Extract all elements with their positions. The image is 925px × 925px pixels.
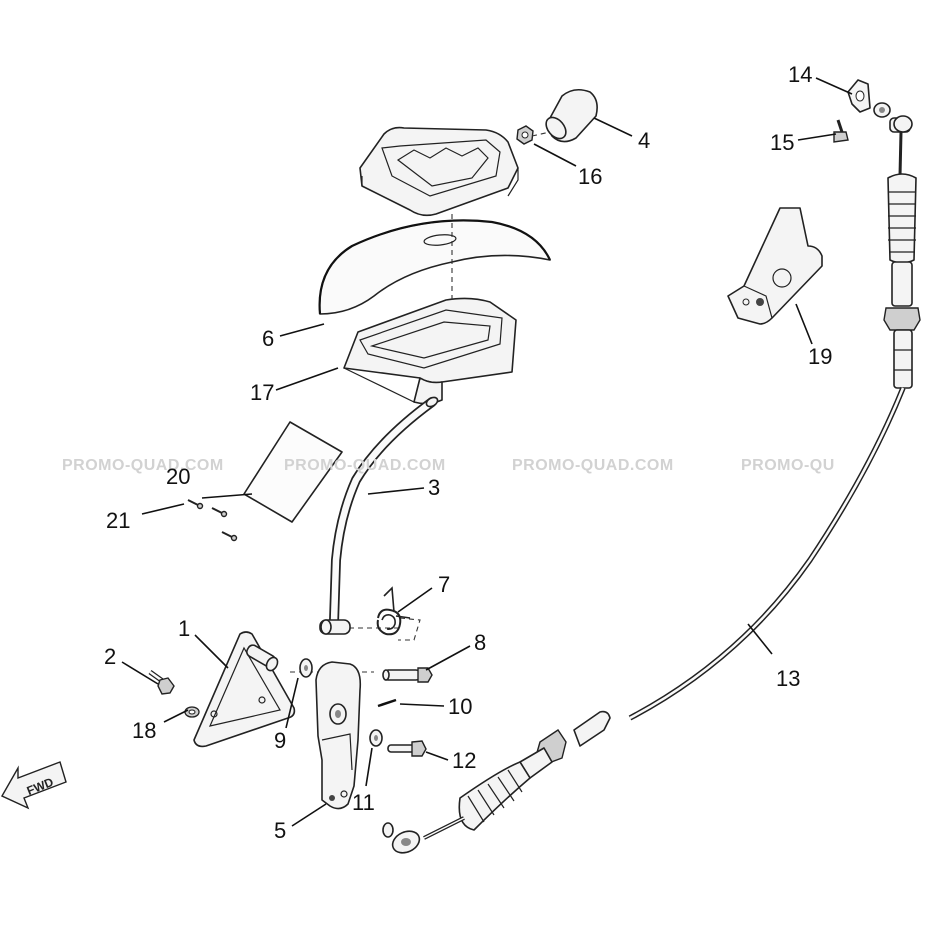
callout-7: 7 xyxy=(438,572,450,597)
callout-6: 6 xyxy=(262,326,274,351)
cable-clip-part xyxy=(847,79,891,118)
screw-part xyxy=(833,119,849,143)
rivets-part xyxy=(187,499,238,542)
washer-part-9 xyxy=(299,658,313,678)
watermark-4: PROMO-QU xyxy=(741,457,835,474)
torsion-spring-part xyxy=(376,586,411,636)
bracket-plate-part xyxy=(193,631,296,748)
shift-knob-part xyxy=(545,88,598,143)
callout-14: 14 xyxy=(788,62,812,87)
callout-3: 3 xyxy=(428,475,440,500)
callout-19: 19 xyxy=(808,344,832,369)
pivot-bolt-part xyxy=(382,667,433,683)
callout-16: 16 xyxy=(578,164,602,189)
callout-1: 1 xyxy=(178,616,190,641)
callout-17: 17 xyxy=(250,380,274,405)
watermark-1: PROMO-QUAD.COM xyxy=(62,457,224,474)
shift-cable-part xyxy=(382,115,921,854)
callout-4: 4 xyxy=(638,128,650,153)
cable-bracket-part xyxy=(727,207,823,325)
callout-18: 18 xyxy=(132,718,156,743)
callout-labels: 1 2 3 4 5 6 7 8 9 10 11 12 13 14 15 16 1… xyxy=(104,62,832,843)
callout-8: 8 xyxy=(474,630,486,655)
callout-12: 12 xyxy=(452,748,476,773)
pin-part xyxy=(377,698,397,708)
nut-part xyxy=(516,125,534,145)
washer-part-11 xyxy=(369,729,383,747)
callout-5: 5 xyxy=(274,818,286,843)
callout-2: 2 xyxy=(104,644,116,669)
shift-gate-base-part xyxy=(343,297,517,405)
bolt-part-2 xyxy=(148,669,175,695)
label-sticker-part xyxy=(243,421,343,523)
watermark-2: PROMO-QUAD.COM xyxy=(284,457,446,474)
callout-13: 13 xyxy=(776,666,800,691)
washer-part-18 xyxy=(184,706,200,718)
shift-gate-top-part xyxy=(359,126,519,217)
callout-15: 15 xyxy=(770,130,794,155)
callout-11: 11 xyxy=(352,790,375,815)
callout-20: 20 xyxy=(166,464,190,489)
bolt-part-12 xyxy=(387,740,427,757)
shift-arm-part xyxy=(315,661,362,810)
forward-arrow: FWD xyxy=(1,761,67,810)
lever-boot-part xyxy=(318,219,551,315)
callout-21: 21 xyxy=(106,508,130,533)
callout-9: 9 xyxy=(274,728,286,753)
shift-lever-rod-part xyxy=(319,396,439,635)
callout-10: 10 xyxy=(448,694,472,719)
watermark-3: PROMO-QUAD.COM xyxy=(512,457,674,474)
leader-lines xyxy=(121,77,853,827)
